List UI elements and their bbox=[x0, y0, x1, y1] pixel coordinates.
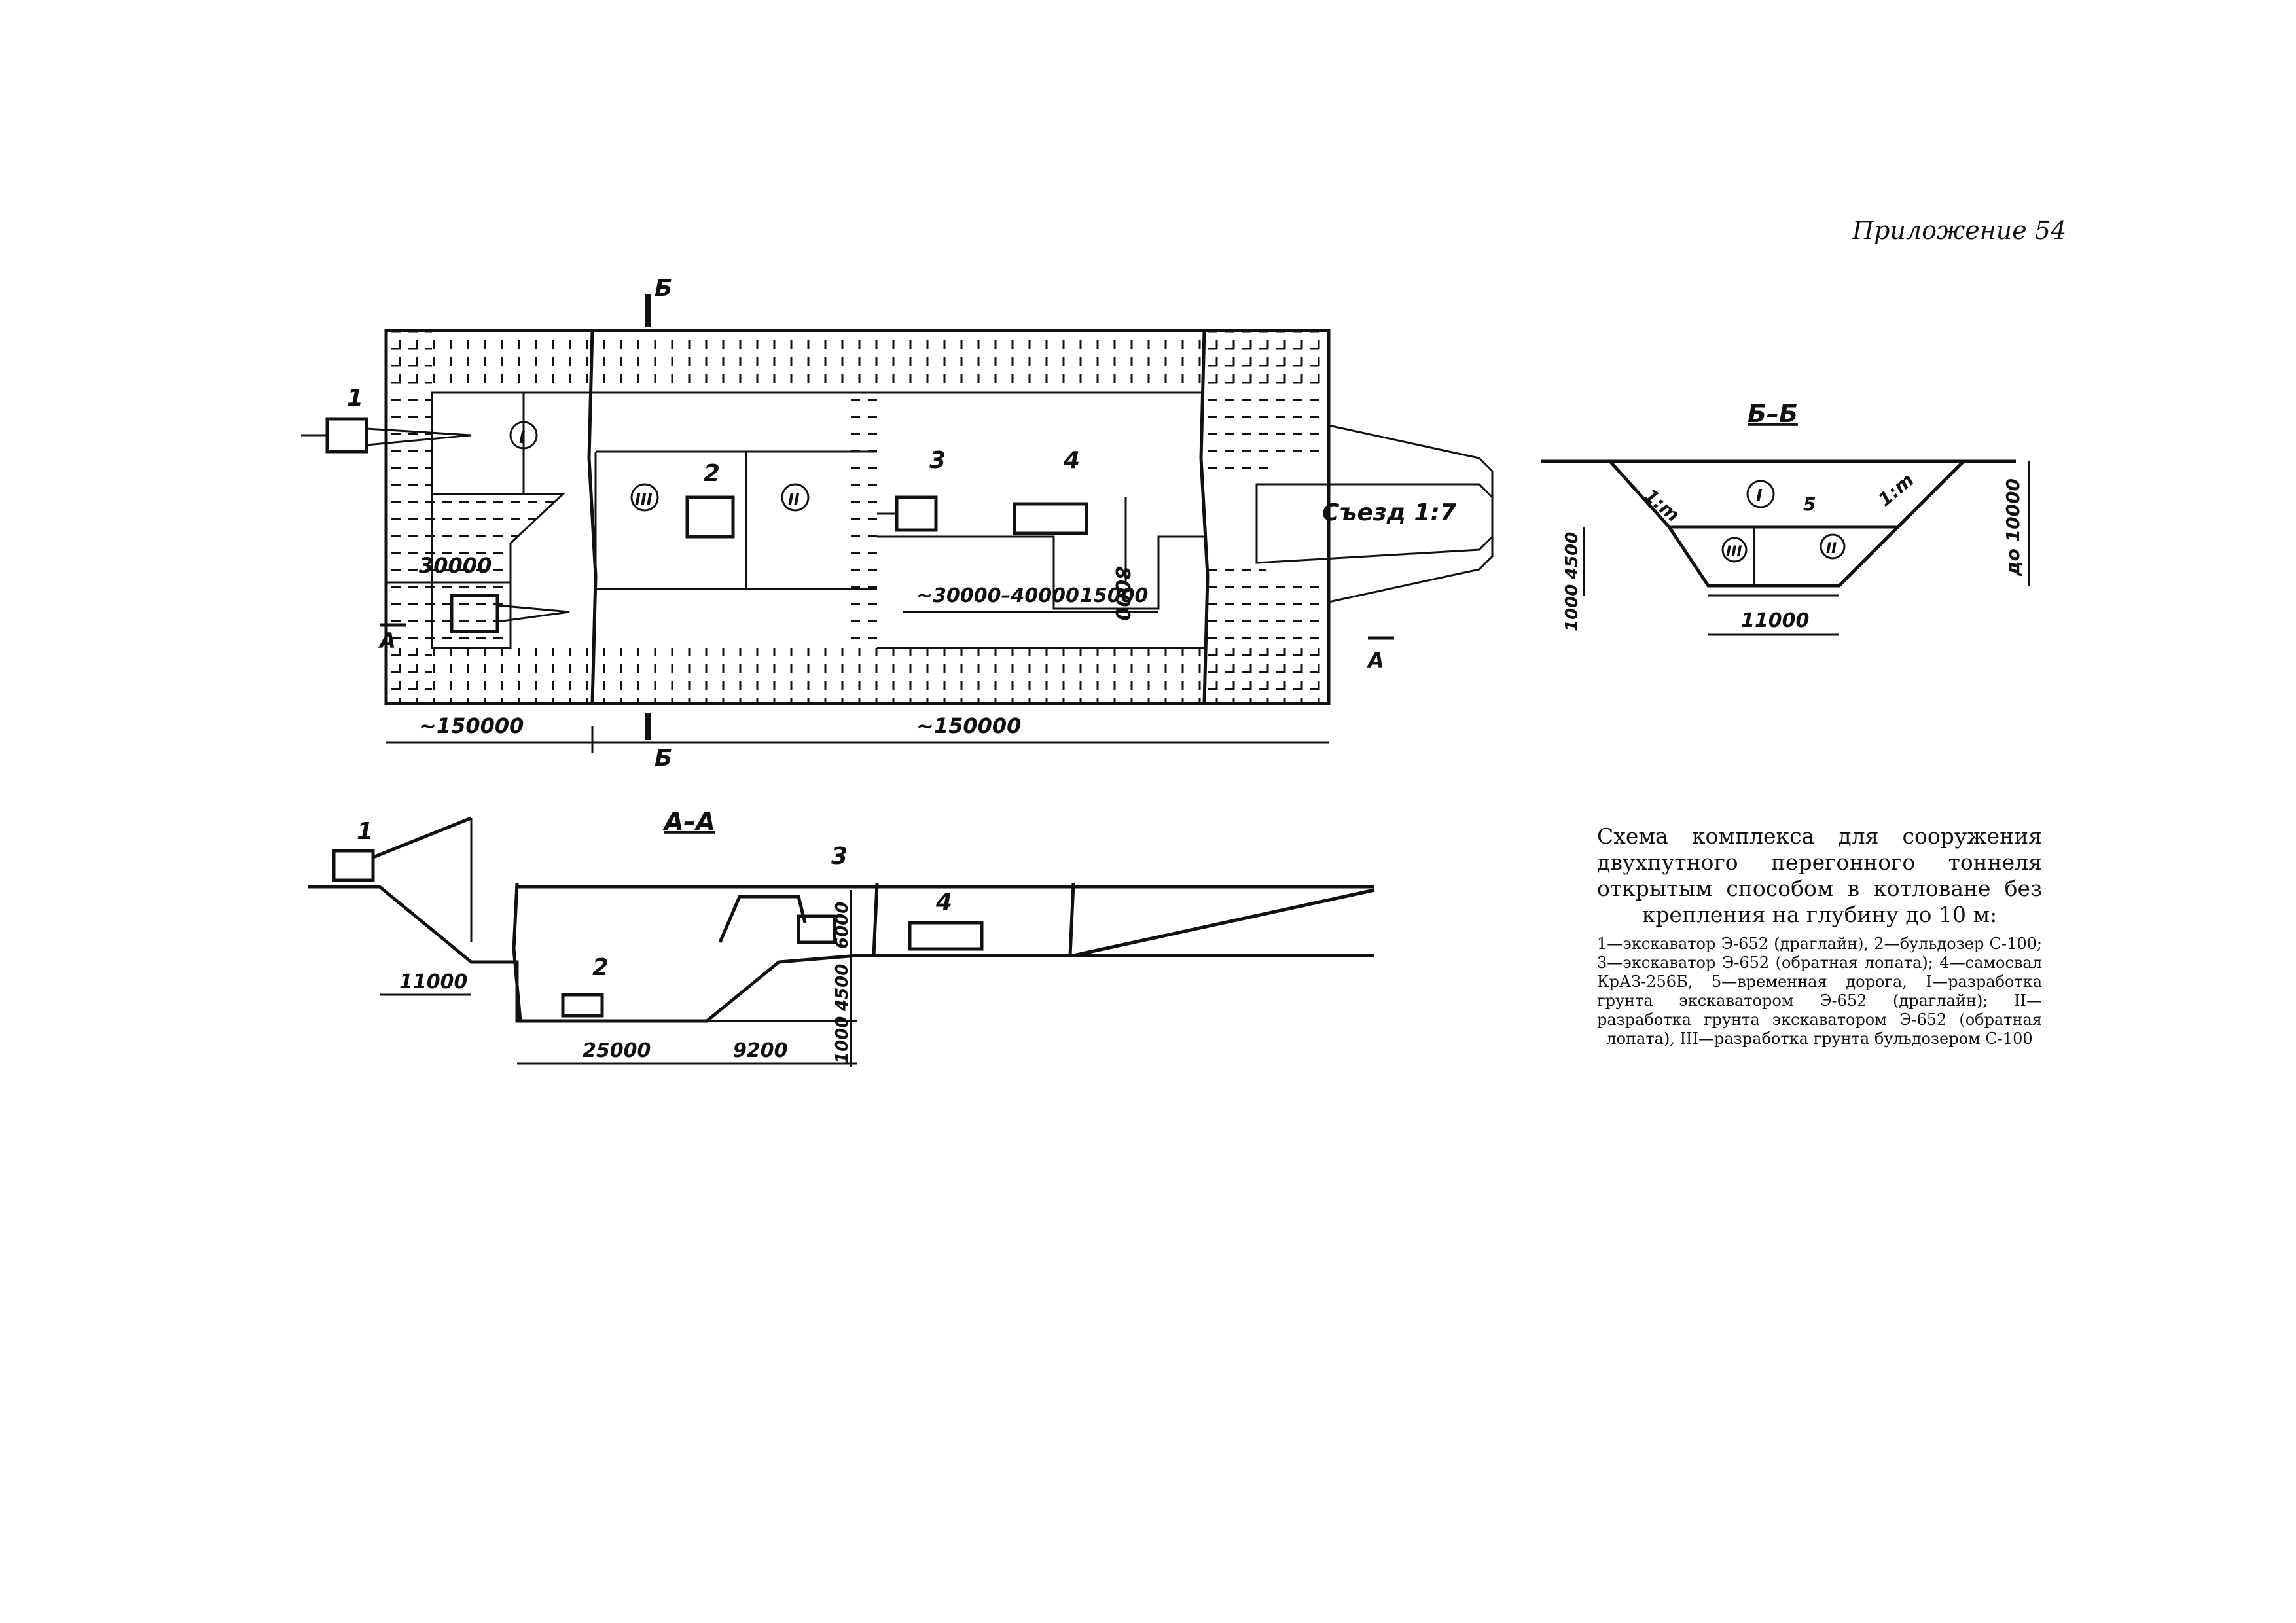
section-b-dim-11000: 11000 bbox=[1741, 609, 1809, 632]
pit-zone-1-outline bbox=[431, 391, 525, 495]
section-b-zone-2-3 bbox=[1666, 525, 1903, 588]
dim-8000: 8000 bbox=[1111, 566, 1134, 621]
plan-machine-3-label: 3 bbox=[929, 447, 946, 474]
appendix-label: Приложение 54 bbox=[1852, 216, 2067, 245]
section-mark-b-top: Б bbox=[655, 275, 672, 302]
break-line-right bbox=[1199, 330, 1210, 704]
plan-zone-1: I bbox=[519, 428, 526, 448]
section-a-machine-3: 3 bbox=[831, 843, 848, 870]
caption-title: Схема комплекса для сооружения двухпутно… bbox=[1597, 823, 2042, 927]
section-a-dim-11000: 11000 bbox=[399, 971, 467, 993]
section-a-dim-6000: 6000 bbox=[833, 902, 852, 949]
plan-zone-2: II bbox=[788, 490, 800, 508]
break-line-left bbox=[587, 330, 598, 704]
section-a-backhoe-arm bbox=[718, 895, 807, 943]
section-b-title: Б–Б bbox=[1748, 399, 1798, 428]
section-a-view: A–A 1 2 3 4 11000 25000 9200 6000 4500 1 bbox=[308, 807, 1375, 1067]
plan-top-slope bbox=[386, 330, 1329, 383]
section-b-zone-2-label: II bbox=[1826, 541, 1837, 557]
section-a-dim-1000: 1000 bbox=[833, 1016, 852, 1063]
dim-15000: 15000 bbox=[1080, 584, 1148, 607]
plan-machine-4-label: 4 bbox=[1063, 447, 1080, 474]
left-berm-hatch bbox=[432, 494, 563, 648]
section-a-bulldozer bbox=[561, 993, 604, 1018]
section-a-dim-25000: 25000 bbox=[583, 1039, 651, 1062]
ramp-road bbox=[1255, 483, 1494, 564]
dump-truck-icon bbox=[1013, 502, 1088, 535]
plan-zone-3: III bbox=[635, 490, 653, 508]
section-a-truck bbox=[908, 921, 984, 951]
caption-legend: 1—экскаватор Э-652 (драглайн), 2—бульдоз… bbox=[1597, 935, 2042, 1048]
section-a-dragline bbox=[332, 849, 375, 882]
section-b-slope-right: 1:m bbox=[1874, 469, 1918, 511]
section-a-title: A–A bbox=[662, 807, 715, 836]
plan-view: Б Б A A 1 2 3 4 I III II Съезд 1:7 30000 bbox=[301, 275, 1494, 772]
plan-machine-2-label: 2 bbox=[704, 460, 720, 487]
dim-30000: 30000 bbox=[419, 553, 492, 578]
ramp-exit bbox=[1327, 424, 1494, 603]
dim-150000-left: ~150000 bbox=[419, 713, 524, 738]
section-a-dim-4500: 4500 bbox=[833, 964, 852, 1012]
section-mark-a-right: A bbox=[1366, 648, 1384, 673]
section-b-dim-1000: 1000 bbox=[1562, 584, 1582, 632]
section-mark-b-bottom: Б bbox=[655, 745, 672, 772]
section-b-view: Б–Б 1:m 1:m I 5 III II до 10000 4500 100… bbox=[1541, 399, 2030, 636]
section-a-machine-2: 2 bbox=[592, 954, 609, 981]
plan-machine-1-label: 1 bbox=[347, 385, 363, 412]
ramp-lower-slope bbox=[1204, 563, 1329, 704]
bulldozer-icon bbox=[685, 495, 735, 539]
dim-150000-right: ~150000 bbox=[916, 713, 1021, 738]
dim-30000-40000: ~30000–40000 bbox=[916, 584, 1079, 607]
plan-bottom-slope bbox=[386, 648, 1329, 704]
section-b-depth: до 10000 bbox=[2002, 478, 2024, 577]
section-a-backhoe bbox=[797, 914, 836, 944]
section-mark-a-left: A bbox=[378, 628, 396, 653]
backhoe-icon bbox=[895, 495, 938, 532]
section-b-road-label: 5 bbox=[1803, 493, 1816, 515]
ramp-upper-slope bbox=[1204, 330, 1329, 484]
plan-left-slope bbox=[386, 330, 432, 704]
dragline-icon bbox=[325, 417, 368, 454]
section-a-profile bbox=[378, 885, 1375, 1023]
section-a-machine-4: 4 bbox=[935, 889, 952, 916]
section-b-zone-3-label: III bbox=[1726, 544, 1742, 560]
ramp-label: Съезд 1:7 bbox=[1322, 499, 1456, 526]
section-a-dim-9200: 9200 bbox=[733, 1039, 788, 1062]
section-a-machine-1: 1 bbox=[357, 818, 373, 845]
section-b-dim-4500: 4500 bbox=[1562, 532, 1582, 580]
figure-caption: Схема комплекса для сооружения двухпутно… bbox=[1597, 823, 2042, 1048]
section-b-zone-1-label: I bbox=[1756, 486, 1763, 506]
